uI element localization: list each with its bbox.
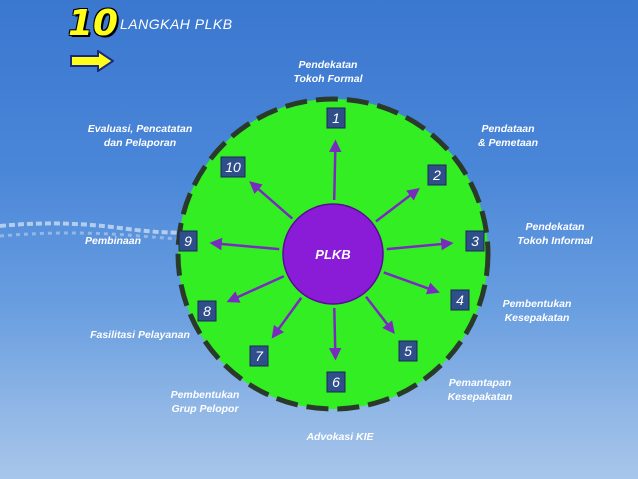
step-label-10: Evaluasi, Pencatatan dan Pelaporan	[87, 123, 193, 150]
step-number-box-8	[197, 300, 217, 322]
step-number-1: 1	[332, 110, 340, 126]
arrow-to-step-9	[209, 237, 280, 251]
step-label-2: Pendataan & Pemetaan	[477, 123, 539, 150]
arrow-to-step-4	[383, 271, 440, 295]
arrow-to-step-6	[328, 307, 342, 361]
arrow-to-step-1	[329, 139, 342, 201]
title-text: LANGKAH PLKB	[120, 16, 233, 32]
step-number-9: 9	[184, 233, 192, 249]
step-number-5: 5	[404, 343, 412, 359]
step-label-8: Fasilitasi Pelayanan	[90, 329, 190, 341]
step-number-4: 4	[456, 292, 464, 308]
step-label-3: Pendekatan Tokoh Informal	[517, 221, 593, 248]
title-number: 10	[68, 3, 119, 44]
step-number-box-9	[178, 230, 198, 252]
arrow-to-step-10	[249, 181, 294, 220]
step-number-6: 6	[332, 374, 340, 390]
step-number-3: 3	[471, 233, 479, 249]
step-label-6: Advokasi KIE	[306, 431, 374, 443]
step-number-box-2	[427, 164, 447, 186]
center-circle	[282, 203, 384, 305]
step-label-7: Pembentukan Grup Pelopor	[170, 389, 240, 416]
step-number-2: 2	[432, 167, 441, 183]
step-number-box-7	[249, 345, 269, 367]
step-number-10: 10	[225, 159, 241, 175]
outer-dashed-border	[175, 96, 491, 412]
step-number-7: 7	[255, 348, 264, 364]
step-label-9: Pembinaan	[84, 235, 142, 247]
center-label: PLKB	[315, 247, 350, 262]
arrow-to-step-5	[365, 295, 395, 334]
right-arrow-icon[interactable]	[70, 50, 114, 72]
arrow-group	[209, 139, 454, 361]
step-number-box-3	[465, 230, 485, 252]
step-label-5: Pemantapan Kesepakatan	[447, 377, 513, 404]
step-number-8: 8	[203, 303, 211, 319]
step-number-group: 1 2 3 4 5 6 7 8 9 10	[178, 107, 485, 393]
step-number-box-4	[450, 289, 470, 311]
arrow-to-step-2	[375, 188, 420, 223]
arrow-to-step-7	[271, 296, 303, 339]
step-number-box-5	[398, 340, 418, 362]
step-label-4: Pembentukan Kesepakatan	[502, 298, 572, 325]
step-number-box-10	[220, 156, 246, 178]
arrow-to-step-3	[386, 237, 454, 251]
step-number-box-6	[326, 371, 346, 393]
step-number-box-1	[326, 107, 346, 129]
step-label-1: Pendekatan Tokoh Formal	[293, 59, 363, 86]
arrow-to-step-8	[226, 275, 285, 303]
